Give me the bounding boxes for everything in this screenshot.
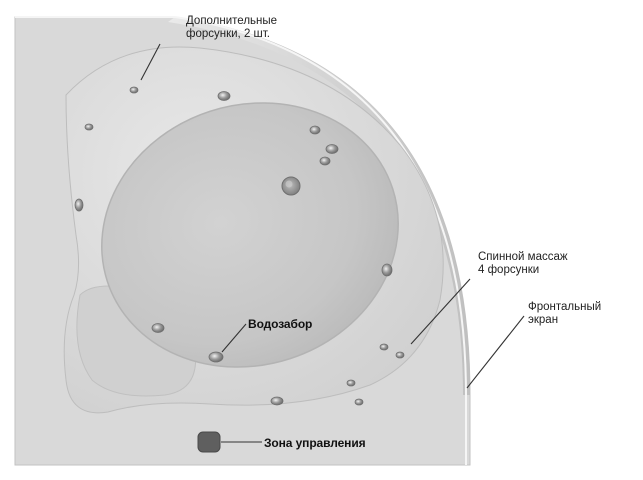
- jet-nozzle-icon: [326, 145, 338, 154]
- jet-nozzle-icon: [85, 124, 93, 130]
- label-water-intake: Водозабор: [248, 318, 312, 331]
- jet-nozzle-icon: [130, 87, 138, 93]
- label-additional-nozzles: Дополнительные форсунки, 2 шт.: [186, 15, 277, 41]
- jet-nozzle-icon: [396, 352, 404, 358]
- jet-nozzle-icon: [218, 92, 230, 101]
- jet-nozzle-icon: [152, 324, 164, 333]
- jet-nozzle-icon: [209, 352, 223, 362]
- label-additional-nozzles-line1: Дополнительные: [186, 15, 277, 28]
- jet-nozzle-icon: [355, 399, 363, 405]
- control-panel-icon: [198, 432, 220, 452]
- label-front-panel-line1: Фронтальный: [528, 301, 601, 314]
- jet-nozzle-icon: [320, 157, 330, 165]
- drain-icon: [282, 177, 300, 195]
- jet-nozzle-icon: [310, 126, 320, 134]
- label-front-panel: Фронтальный экран: [528, 301, 601, 327]
- label-additional-nozzles-line2: форсунки, 2 шт.: [186, 28, 277, 41]
- jet-nozzle-icon: [382, 264, 392, 276]
- jet-nozzle-icon: [271, 397, 283, 405]
- label-back-massage-line2: 4 форсунки: [478, 264, 568, 277]
- label-control-zone: Зона управления: [264, 437, 366, 450]
- leader-front-panel: [467, 316, 524, 388]
- jet-nozzle-icon: [75, 199, 83, 211]
- jet-nozzle-icon: [380, 344, 388, 350]
- label-front-panel-line2: экран: [528, 314, 601, 327]
- label-back-massage-line1: Спинной массаж: [478, 251, 568, 264]
- jet-nozzle-icon: [347, 380, 355, 386]
- label-back-massage: Спинной массаж 4 форсунки: [478, 251, 568, 277]
